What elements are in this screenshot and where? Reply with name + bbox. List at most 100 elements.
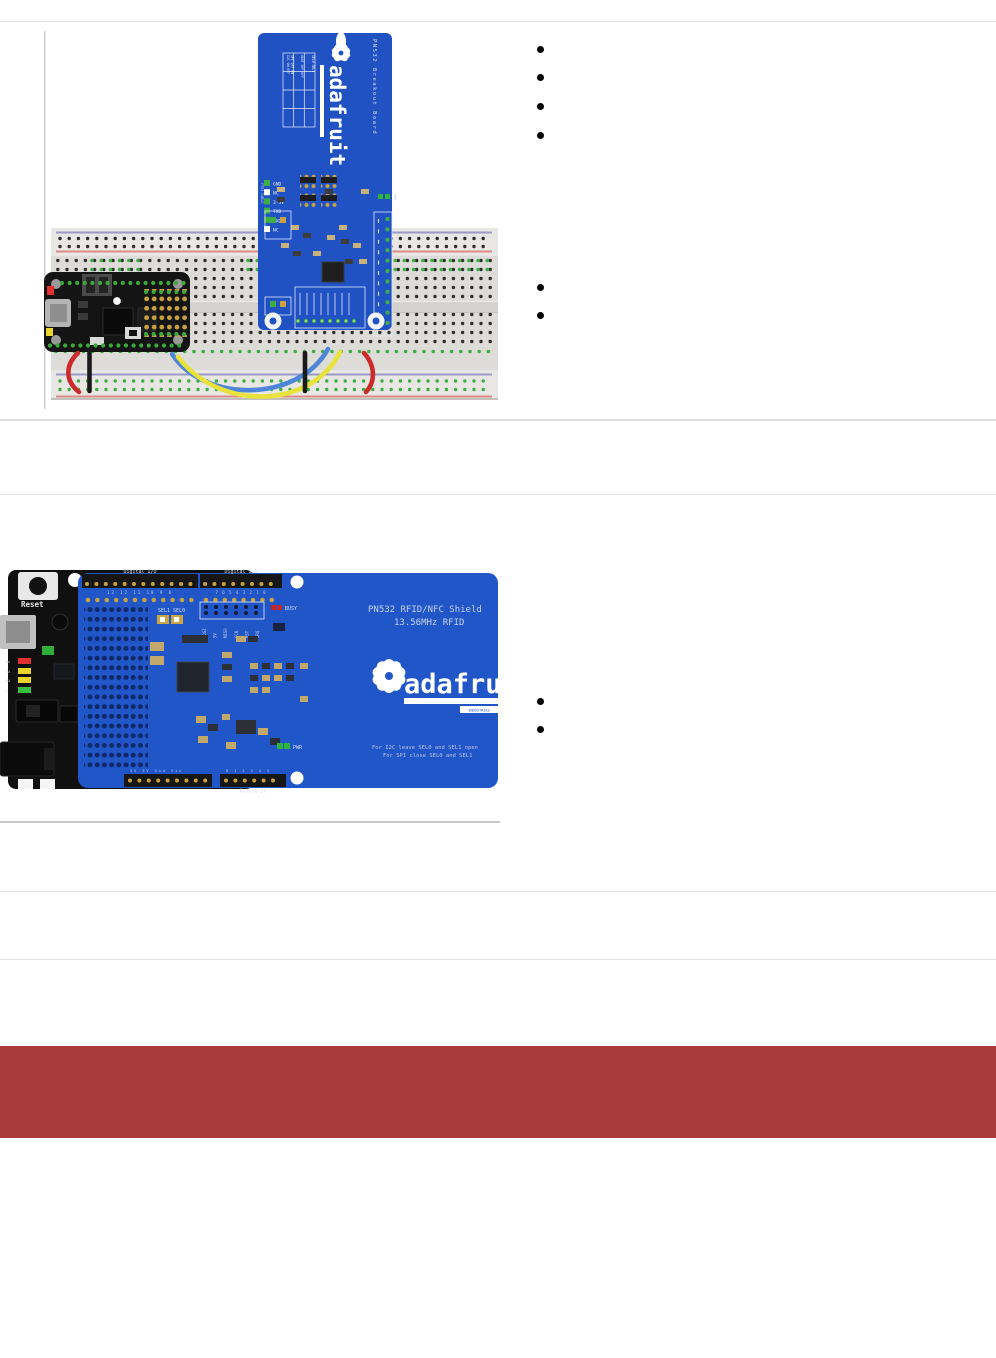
figure1-left-border bbox=[44, 31, 46, 409]
spi-header-box bbox=[199, 601, 265, 620]
breakout-instructions-list bbox=[531, 35, 971, 149]
bullet-icon bbox=[537, 74, 544, 82]
icsp-label-sck: SCK bbox=[234, 630, 239, 638]
metro-on-led bbox=[18, 658, 31, 664]
bullet-icon bbox=[537, 312, 544, 320]
shield-wiring-figure[interactable]: Reset On TX RX L bbox=[0, 566, 498, 793]
bullet-icon bbox=[537, 131, 544, 139]
list-item bbox=[531, 687, 971, 716]
sel-table-header: SEL0 SEL1 bbox=[311, 55, 315, 72]
led-label-rx: RX bbox=[6, 679, 11, 683]
pn532-breakout-board: adafruit PN532 Breakout Board SEL0 SEL1 … bbox=[258, 32, 397, 337]
feather-flower-icon bbox=[113, 297, 121, 305]
shield-instructions-list bbox=[531, 687, 971, 744]
bullet-icon bbox=[537, 45, 544, 53]
digital-io-label-left: Digital I/O bbox=[123, 569, 156, 575]
bullet-icon bbox=[537, 102, 544, 110]
list-item bbox=[531, 273, 971, 302]
list-item bbox=[531, 716, 971, 745]
shield-title-line2: 13.56MHz RFID bbox=[394, 618, 464, 628]
breakout-logo-text: adafruit bbox=[325, 65, 349, 166]
led-label-on: On bbox=[6, 660, 10, 664]
shield-smd-components bbox=[150, 635, 308, 749]
list-item bbox=[531, 302, 971, 331]
pin-label-nc2: NC bbox=[273, 228, 279, 234]
ftdi-cable-label: FTDI CABLE bbox=[260, 183, 264, 203]
shield-mounting-hole-bottom bbox=[290, 771, 304, 785]
icsp-label-irq: IRQ bbox=[255, 630, 260, 638]
led-label-tx: TX bbox=[6, 670, 11, 674]
breakout-antenna-area bbox=[294, 286, 366, 329]
list-item bbox=[531, 121, 971, 150]
digital-io-label-right: Digital I/O bbox=[224, 569, 257, 575]
proto-area bbox=[84, 606, 148, 768]
breakout-wiring-figure[interactable]: adafruit PN532 Breakout Board SEL0 SEL1 … bbox=[44, 31, 498, 409]
shield-logo-text: adafruit bbox=[404, 669, 498, 700]
sel-label: SEL1 SEL0 bbox=[158, 608, 185, 614]
shield-note-line1: For I2C leave SEL0 and SEL1 open bbox=[372, 745, 478, 751]
divider-4 bbox=[0, 891, 996, 892]
pin-label-nc1: NC bbox=[273, 191, 279, 197]
bullet-icon bbox=[537, 726, 544, 734]
bullet-icon bbox=[537, 283, 544, 291]
divider-1 bbox=[0, 419, 996, 421]
shield-wiring-diagram: Reset On TX RX L bbox=[0, 566, 498, 793]
shield-mounting-hole-top bbox=[290, 575, 304, 589]
analog-numbers: 0 1 2 3 4 5 bbox=[226, 769, 271, 773]
busy-led bbox=[271, 605, 276, 610]
digital-header-left bbox=[82, 574, 198, 588]
list-item bbox=[531, 92, 971, 121]
pn532-shield-board: Digital I/O Digital I/O 13 12 11 10 9 8 … bbox=[78, 569, 498, 793]
breakout-pwr-label: PWR bbox=[393, 194, 397, 201]
breakout-board-name: PN532 Breakout Board bbox=[371, 39, 377, 135]
analog-in-label: Analog In bbox=[239, 789, 266, 794]
breakout-wiring-diagram: adafruit PN532 Breakout Board SEL0 SEL1 … bbox=[44, 31, 498, 409]
divider-2 bbox=[0, 494, 996, 495]
pin-label-35v: 3-5V bbox=[273, 200, 284, 206]
led-label-l: L bbox=[6, 689, 8, 693]
shield-note-line2: For SPI close SEL0 and SEL1 bbox=[383, 753, 472, 759]
pin-label-gnd: GND bbox=[273, 182, 282, 188]
breakout-instructions-list-2 bbox=[531, 273, 971, 330]
feather-board bbox=[44, 272, 190, 352]
shield-title-line1: PN532 RFID/NFC Shield bbox=[368, 605, 482, 615]
red-banner bbox=[0, 1046, 996, 1138]
shield-pwr-led bbox=[277, 743, 283, 749]
icsp-label-miso: MISO bbox=[223, 628, 228, 638]
pin-label-txd: TXD bbox=[273, 209, 282, 215]
wire-red-right bbox=[361, 350, 376, 395]
icsp-label-mosi: MOSI bbox=[202, 628, 207, 638]
adafruit-flower-icon bbox=[331, 32, 351, 62]
jumper-wires bbox=[66, 346, 376, 399]
breakout-smd-components bbox=[277, 187, 369, 264]
shield-pn532-chip bbox=[176, 661, 210, 693]
feather-red-led bbox=[47, 286, 54, 295]
pin-label-rxd: RXD bbox=[273, 218, 282, 224]
wire-yellow bbox=[175, 349, 343, 399]
metro-l-led bbox=[18, 687, 31, 693]
shield-adafruit-flower-icon bbox=[372, 659, 406, 693]
wire-red-left bbox=[66, 350, 82, 395]
bullet-icon bbox=[537, 697, 544, 705]
divider-5 bbox=[0, 959, 996, 960]
pn532-chip bbox=[321, 261, 345, 283]
shield-logo-tagline: INDUSTRIES bbox=[468, 709, 490, 713]
breakout-right-header bbox=[373, 211, 393, 337]
digital-header-right bbox=[200, 574, 282, 588]
list-item bbox=[531, 64, 971, 93]
metro-tx-led bbox=[18, 668, 31, 674]
breadboard-bottom-blue-rail bbox=[56, 373, 492, 376]
busy-label: BUSY bbox=[285, 606, 297, 612]
divider-3 bbox=[0, 821, 500, 823]
sel-table-row-i2c: I2C ON OFF bbox=[286, 55, 290, 74]
sel-table-row-spi: SPI OFF ON bbox=[290, 55, 294, 74]
sel-jumper-table bbox=[282, 52, 316, 128]
digital-numbers-left: 13 12 11 10 9 8 bbox=[107, 590, 173, 595]
divider-top bbox=[0, 21, 996, 22]
list-item bbox=[531, 35, 971, 64]
icsp-label-5v: 5V bbox=[213, 633, 218, 638]
metro-rx-led bbox=[18, 677, 31, 683]
icsp-label-rst: RST bbox=[244, 630, 249, 638]
feather-yellow-led bbox=[46, 328, 53, 336]
